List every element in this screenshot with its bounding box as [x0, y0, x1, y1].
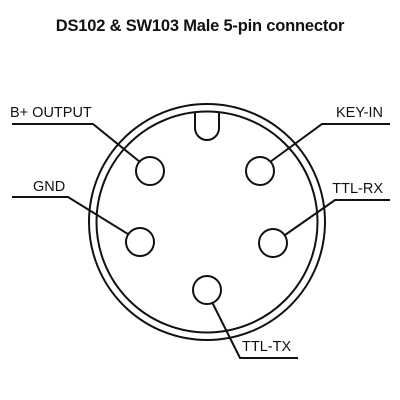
leader-key-in — [269, 123, 390, 163]
leader-ttl-tx — [211, 301, 298, 359]
diagram-title: DS102 & SW103 Male 5-pin connector — [55, 17, 345, 35]
pin-key-in — [245, 156, 275, 186]
pin-ttl-rx — [258, 228, 288, 258]
leader-b-plus-output — [12, 123, 141, 163]
label-b-plus-output: B+ OUTPUT — [10, 105, 92, 121]
pin-gnd — [125, 227, 155, 257]
pin-ttl-tx — [192, 275, 222, 305]
label-ttl-tx: TTL-TX — [242, 339, 291, 355]
connector-key-notch — [194, 113, 220, 141]
label-ttl-rx: TTL-RX — [332, 181, 383, 197]
leader-gnd — [12, 196, 129, 235]
leader-ttl-rx — [284, 199, 390, 236]
connector-outer-ring — [88, 103, 326, 341]
label-key-in: KEY-IN — [336, 105, 383, 121]
connector-inner-ring — [95, 110, 319, 334]
label-gnd: GND — [33, 179, 65, 195]
pin-b-plus-output — [135, 156, 165, 186]
